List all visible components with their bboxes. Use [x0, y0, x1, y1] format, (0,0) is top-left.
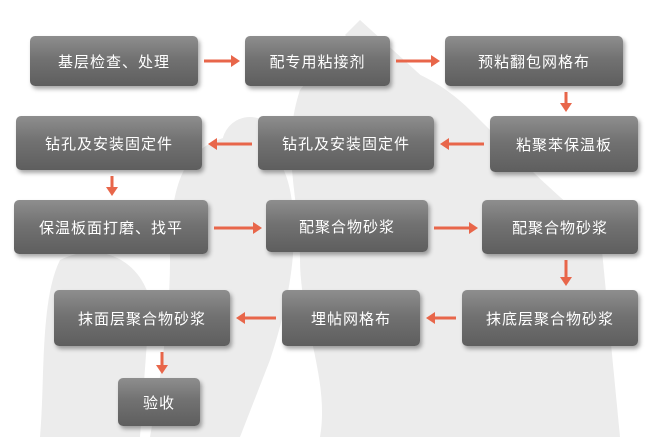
step-prepare-mortar-2: 配聚合物砂浆	[482, 200, 638, 254]
step-pre-stick-mesh: 预粘翻包网格布	[445, 36, 623, 86]
step-drill-install-fixings-left: 钻孔及安装固定件	[16, 116, 202, 170]
step-acceptance: 验收	[118, 378, 200, 426]
arrow-s8-s9	[434, 222, 478, 234]
step-apply-base-mortar: 抹底层聚合物砂浆	[462, 290, 638, 346]
step-embed-mesh: 埋帖网格布	[282, 290, 420, 346]
step-drill-install-fixings-middle: 钻孔及安装固定件	[258, 116, 434, 170]
arrow-s9-s10	[560, 260, 572, 286]
step-prepare-adhesive: 配专用粘接剂	[245, 36, 390, 86]
arrow-s3-s4	[560, 92, 572, 112]
arrow-s6-s7	[106, 176, 118, 196]
arrow-s10-s11	[426, 312, 456, 324]
arrow-s11-s12	[236, 312, 276, 324]
step-apply-top-mortar: 抹面层聚合物砂浆	[54, 290, 230, 346]
step-base-inspection: 基层检查、处理	[30, 36, 198, 86]
step-sand-level-board: 保温板面打磨、找平	[14, 200, 208, 254]
arrow-s4-s5	[440, 138, 484, 150]
arrow-s2-s3	[396, 55, 440, 67]
arrow-s12-s13	[156, 352, 168, 374]
step-stick-eps-board: 粘聚苯保温板	[490, 116, 638, 172]
arrow-s7-s8	[214, 222, 262, 234]
step-prepare-mortar-1: 配聚合物砂浆	[266, 200, 428, 252]
arrow-s1-s2	[204, 55, 240, 67]
arrow-s5-s6	[208, 138, 252, 150]
